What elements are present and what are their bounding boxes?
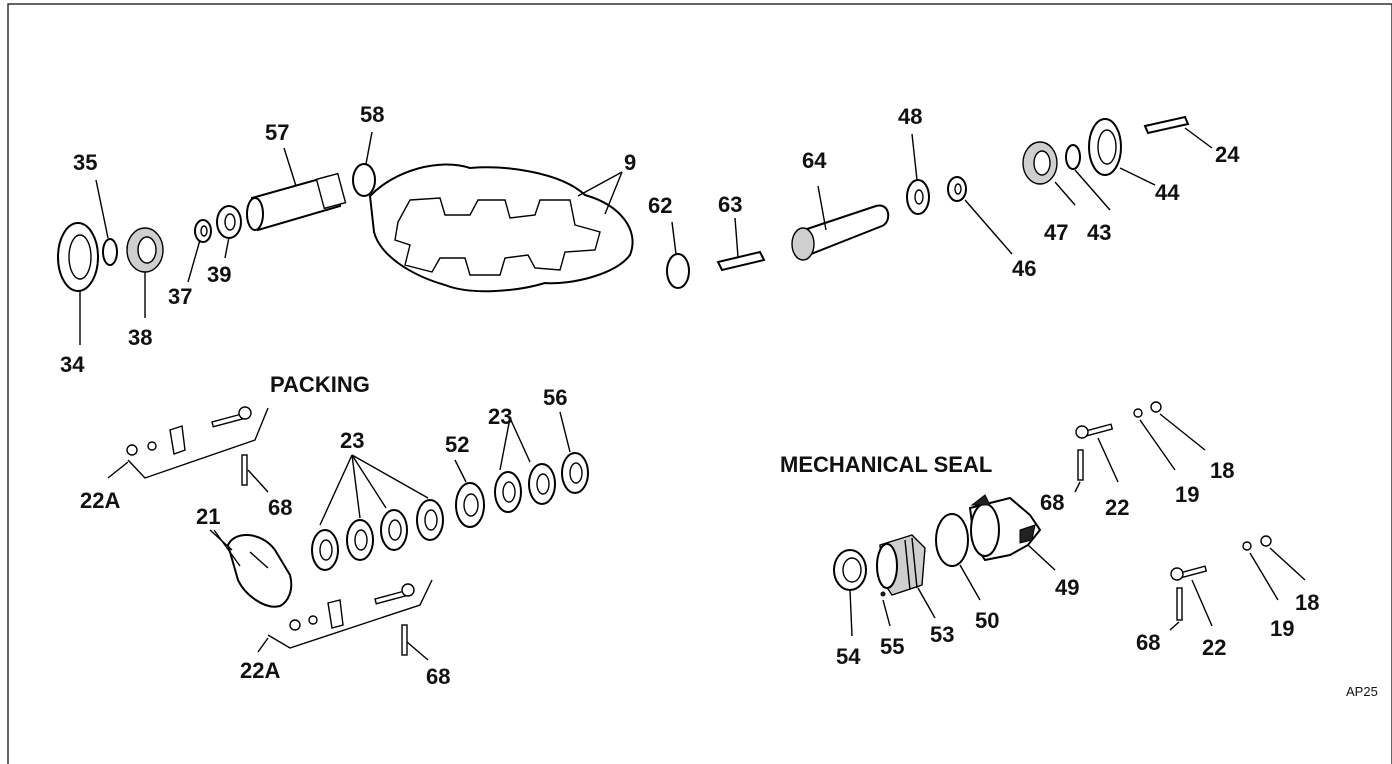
part-49-seal-housing [968,494,1056,571]
label-46: 46 [1012,256,1036,281]
label-39: 39 [207,262,231,287]
part-44-end-cover [1088,118,1122,176]
packing-rings [311,452,589,571]
label-48: 48 [898,104,922,129]
label-24: 24 [1215,142,1240,167]
seal-hardware-upper [1074,401,1206,493]
label-68-seal-lower: 68 [1136,630,1160,655]
label-9: 9 [624,150,636,175]
part-50-o-ring [935,513,981,601]
part-54-seat [833,549,867,637]
seal-hardware-lower [1169,535,1306,631]
label-22-seal-lower: 22 [1202,635,1226,660]
label-62: 62 [648,193,672,218]
part-24-key [1143,115,1190,135]
label-18-seal-lower: 18 [1295,590,1319,615]
label-68-packing-bottom: 68 [426,664,450,689]
label-34: 34 [60,352,85,377]
label-54: 54 [836,644,861,669]
part-64-sleeve [791,204,890,261]
part-55-pin [880,591,891,627]
label-43: 43 [1087,220,1111,245]
label-53: 53 [930,622,954,647]
part-37-nut [194,219,212,243]
part-34-end-cover [57,222,99,292]
label-68-seal-upper: 68 [1040,490,1064,515]
label-21: 21 [196,504,220,529]
label-19-seal-upper: 19 [1175,482,1199,507]
label-23-packing-right: 23 [488,404,512,429]
label-63: 63 [718,192,742,217]
part-43-snap-ring [1065,144,1081,170]
part-57-sleeve [246,172,347,232]
packing-leader-lines [319,411,571,526]
part-53-rotating-element [876,534,936,619]
packing-title: PACKING [270,372,370,397]
label-37: 37 [168,284,192,309]
part-68-pin-packing-bottom [401,624,429,661]
packing-hardware-bottom [257,579,433,653]
part-46-nut [947,176,967,202]
label-50: 50 [975,608,999,633]
label-23-packing-left: 23 [340,428,364,453]
label-58: 58 [360,102,384,127]
mechanical-seal-title: MECHANICAL SEAL [780,452,992,477]
part-39-washer [216,205,242,239]
label-68-packing-top: 68 [268,495,292,520]
label-22-seal-upper: 22 [1105,495,1129,520]
part-58-o-ring [352,163,376,197]
label-47: 47 [1044,220,1068,245]
part-47-bearing [1022,141,1058,185]
part-35-snap-ring [102,238,118,266]
label-49: 49 [1055,575,1079,600]
part-9-gasket [368,163,634,293]
packing-hardware-top [107,406,269,479]
part-48-washer [906,179,930,215]
label-52: 52 [445,432,469,457]
label-57: 57 [265,120,289,145]
top-leader-lines [79,127,1213,345]
label-35: 35 [73,150,97,175]
label-22A-bottom: 22A [240,658,280,683]
part-21-gland [209,529,293,608]
part-63-key [716,250,766,272]
label-56: 56 [543,385,567,410]
part-62-o-ring [666,253,690,289]
part-38-bearing [126,227,164,273]
part-68-pin-packing-top [241,454,269,493]
label-64: 64 [802,148,827,173]
label-44: 44 [1155,180,1180,205]
label-18-seal-upper: 18 [1210,458,1234,483]
label-19-seal-lower: 19 [1270,616,1294,641]
label-38: 38 [128,325,152,350]
label-22A-top: 22A [80,488,120,513]
figure-code: AP25 [1346,684,1378,699]
label-55: 55 [880,634,904,659]
